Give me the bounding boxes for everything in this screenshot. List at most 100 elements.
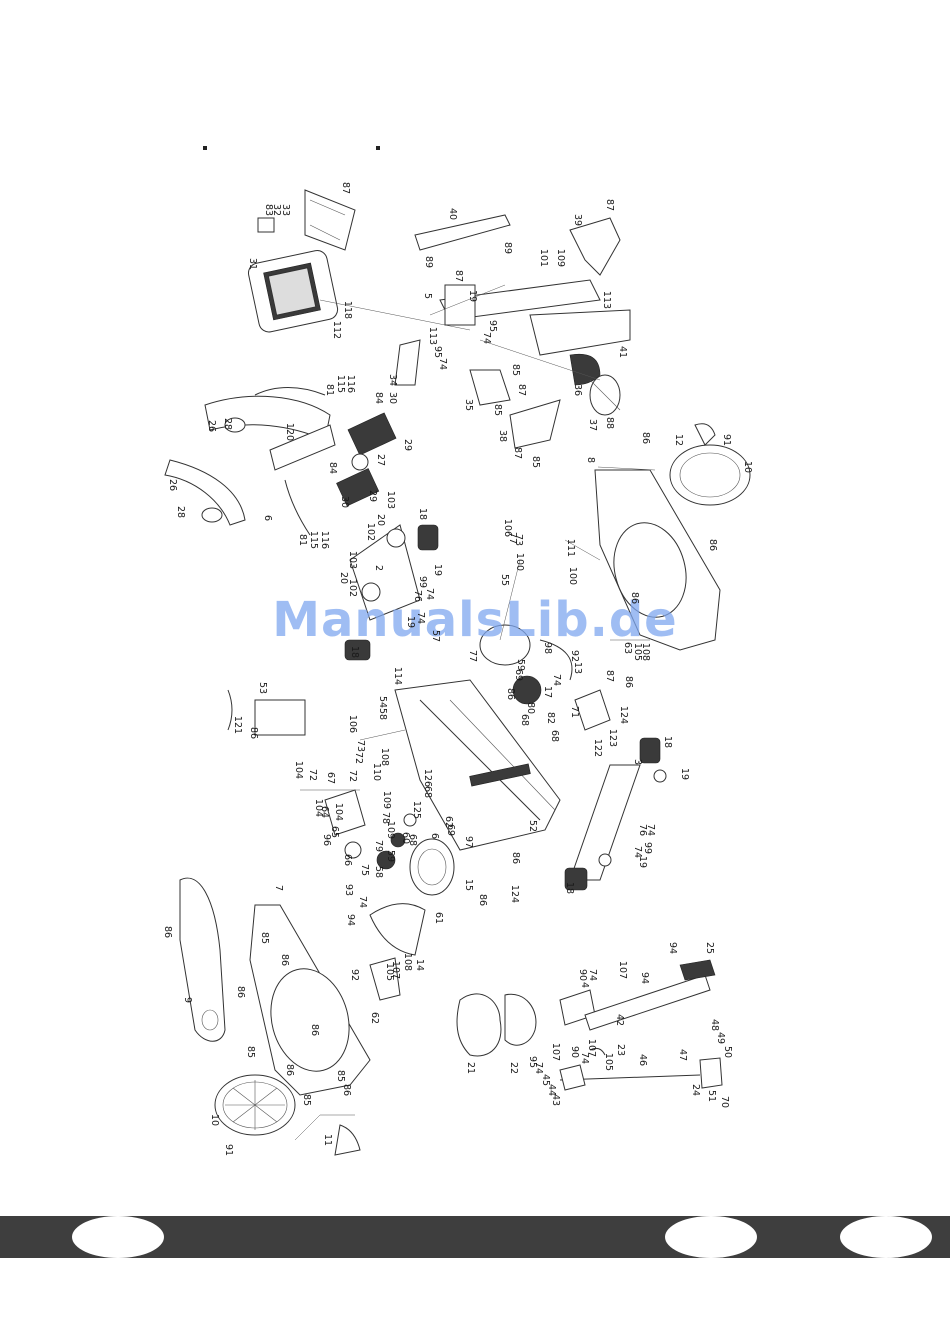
part-number-label: 74 [632, 846, 643, 858]
part-number-label: 86 [623, 676, 634, 688]
part-number-label: 19 [432, 564, 443, 576]
part-number-label: 87 [453, 270, 464, 282]
left-shroud [179, 877, 371, 1096]
part-number-label: 11 [322, 1134, 333, 1146]
part-number-label: 109 [381, 791, 392, 809]
part-number-label: 104 [293, 761, 304, 779]
part-number-label: 74 [481, 332, 492, 344]
part-number-label: 9 [182, 997, 193, 1003]
part-number-label: 59 [385, 850, 396, 862]
part-number-label: 28 [175, 506, 186, 518]
footer-pill-left [72, 1216, 164, 1258]
part-number-label: 17 [542, 686, 553, 698]
part-number-label: 79 [373, 840, 384, 852]
part-number-label: 74 [551, 674, 562, 686]
part-number-label: 18 [349, 646, 360, 658]
part-number-label: 109 [385, 821, 396, 839]
part-number-label: 107 [617, 961, 628, 979]
part-number-label: 30 [387, 392, 398, 404]
part-number-label: 91 [721, 434, 732, 446]
part-number-label: 52 [527, 820, 538, 832]
part-number-label: 68 [519, 714, 530, 726]
part-number-label: 108 [379, 748, 390, 766]
part-number-label: 73 [513, 534, 524, 546]
part-number-label: 20 [375, 514, 386, 526]
part-number-label: 123 [607, 729, 618, 747]
part-number-label: 74 [579, 1052, 590, 1064]
part-number-label: 116 [345, 375, 356, 393]
part-number-label: 109 [555, 249, 566, 267]
part-number-label: 10 [209, 1114, 220, 1126]
part-number-label: 89 [423, 256, 434, 268]
part-number-label: 114 [392, 667, 403, 685]
part-number-label: 116 [319, 531, 330, 549]
footer-pill-right [840, 1216, 932, 1258]
upright-post [394, 214, 631, 449]
part-number-label: 96 [321, 834, 332, 846]
part-number-label: 46 [637, 1054, 648, 1066]
part-number-label: 70 [719, 1096, 730, 1108]
part-number-label: 36 [572, 384, 583, 396]
part-number-label: 124 [509, 885, 520, 903]
part-number-label: 18 [417, 508, 428, 520]
part-number-label: 85 [492, 404, 503, 416]
part-number-label: 95 [527, 1056, 538, 1068]
part-number-label: 108 [402, 953, 413, 971]
part-number-label: 19 [467, 290, 478, 302]
part-number-label: 68 [407, 834, 418, 846]
part-number-label: 110 [371, 763, 382, 781]
part-number-label: 76 [412, 590, 423, 602]
part-number-label: 86 [510, 852, 521, 864]
part-number-label: 85 [301, 1094, 312, 1106]
part-number-label: 85 [245, 1046, 256, 1058]
part-number-label: 72 [353, 752, 364, 764]
part-number-label: 113 [601, 291, 612, 309]
part-number-label: 48 [709, 1019, 720, 1031]
part-number-label: 115 [335, 375, 346, 393]
front-stabilizer [344, 524, 439, 661]
part-number-label: 72 [307, 769, 318, 781]
part-number-label: 73 [355, 740, 366, 752]
part-number-label: 58 [373, 866, 384, 878]
part-number-label: 105 [603, 1053, 614, 1071]
part-number-label: 94 [639, 972, 650, 984]
part-number-label: 74 [533, 1062, 544, 1074]
watermark-text: ManualsLib.de [272, 592, 677, 648]
leader-lines [300, 284, 656, 791]
part-number-label: 81 [297, 534, 308, 546]
part-number-label: 102 [347, 579, 358, 597]
part-number-label: 2 [373, 565, 384, 571]
rear-stabilizer [564, 689, 667, 891]
part-number-label: 84 [373, 392, 384, 404]
seat-assembly [456, 959, 723, 1091]
part-number-label: 87 [604, 199, 615, 211]
part-number-label: 94 [667, 942, 678, 954]
part-number-label: 100 [514, 553, 525, 571]
part-number-label: 30 [339, 496, 350, 508]
left-disc-cover [214, 1074, 361, 1156]
part-number-label: 18 [564, 882, 575, 894]
part-number-label: 86 [162, 926, 173, 938]
part-number-label: 108 [640, 643, 651, 661]
part-number-label: 99 [642, 842, 653, 854]
part-number-label: 125 [411, 801, 422, 819]
part-number-label: 102 [365, 523, 376, 541]
part-number-label: 103 [347, 551, 358, 569]
part-number-label: 124 [618, 706, 629, 724]
part-number-label: 86 [309, 1024, 320, 1036]
part-number-label: 99 [417, 576, 428, 588]
part-number-label: 45 [540, 1074, 551, 1086]
part-number-label: 84 [327, 462, 338, 474]
part-number-label: 54 [377, 696, 388, 708]
part-number-label: 101 [538, 249, 549, 267]
console-assembly [247, 189, 471, 333]
part-number-label: 61 [433, 912, 444, 924]
part-number-label: 26 [167, 479, 178, 491]
part-number-label: 87 [340, 182, 351, 194]
part-number-label: 63 [622, 642, 633, 654]
part-number-label: 44 [546, 1084, 557, 1096]
part-number-label: 88 [604, 417, 615, 429]
part-number-label: 24 [690, 1084, 701, 1096]
part-number-label: 69 [513, 669, 524, 681]
part-number-label: 74 [424, 588, 435, 600]
